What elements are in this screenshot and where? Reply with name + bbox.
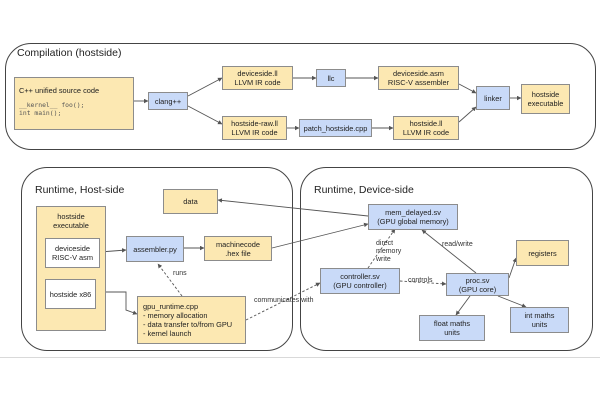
host-executable-name: hostside [57,212,85,221]
float-maths-units-box: float maths units [419,315,485,341]
runtime-device-title: Runtime, Device-side [314,184,414,196]
hostside-ll-box: hostside.ll LLVM IR code [393,116,459,140]
mem-description: (GPU global memory) [377,217,449,226]
read-write-label: read/write [442,241,473,248]
arrow-hostside-ll-to-linker [458,106,477,123]
hostside-executable-box: hostside executable [521,84,570,114]
arrow-controller-controls-proc [399,280,447,286]
hostside-raw-ll-box: hostside-raw.ll LLVM IR code [222,116,287,140]
direct-memory-write-label: direct memory write [376,240,401,264]
machinecode-box: machinecode .hex file [204,236,272,261]
proc-name: proc.sv [465,275,490,285]
runs-label: runs [173,270,187,277]
compilation-title: Compilation (hostside) [17,47,122,59]
proc-description: (GPU core) [458,284,497,294]
assembler-box: assembler.py [126,236,184,262]
host-executable-box: hostside executable [36,206,106,331]
controls-label: controls [408,277,433,284]
arrow-proc-to-int-units [497,295,527,308]
arrow-clang-to-hostside-raw-ll [187,105,223,125]
controller-box: controller.sv (GPU controller) [320,268,400,294]
int-units-name: int maths [524,311,555,320]
executable-name: hostside [531,90,560,99]
clang-box: clang++ [148,92,188,110]
int-maths-units-box: int maths units [510,307,569,333]
arrow-runtime-communicates-controller [245,282,321,321]
llc-box: llc [316,69,346,87]
deviceside-asm-box: deviceside.asm RISC-V assembler [378,66,459,90]
mem-delayed-box: mem_delayed.sv (GPU global memory) [368,204,458,230]
hostside-ll-name: hostside.ll [409,119,443,128]
machinecode-name: machinecode [216,239,260,249]
arrow-proc-to-float-units [455,295,471,316]
hostside-raw-ll-type: LLVM IR code [231,128,278,137]
linker-box: linker [476,86,510,110]
runtime-host-title: Runtime, Host-side [35,184,125,196]
registers-box: registers [516,240,569,266]
communicates-with-label: communicates with [254,297,314,304]
deviceside-asm-type: RISC-V assembler [387,78,450,87]
mem-name: mem_delayed.sv [385,208,441,217]
hostside-ll-type: LLVM IR code [402,128,450,137]
controller-description: (GPU controller) [333,281,387,290]
memory-word: memory [376,248,402,255]
deviceside-asm-type-host: RISC-V asm [51,253,94,262]
arrow-deviceside-asm-to-linker [458,83,477,94]
controller-name: controller.sv [340,272,380,281]
arrow-proc-readwrite-mem [421,229,477,274]
arrow-clang-to-deviceside-ll [187,77,223,97]
direct-word: direct [376,240,394,247]
deviceside-riscv-asm-box: deviceside RISC-V asm [45,238,100,268]
arrow-controller-direct-write-mem [367,228,396,269]
source-code-label: C++ unified source code [19,86,100,95]
gpu-runtime-box: gpu_runtime.cpp - memory allocation - da… [137,296,246,344]
arrow-x86-to-gpu-runtime [96,291,138,315]
deviceside-ll-type: LLVM IR code [234,78,281,87]
deviceside-asm-name: deviceside.asm [393,69,444,78]
bottom-divider [0,357,600,358]
gpu-runtime-feature-memory: - memory allocation [143,311,208,320]
arrow-proc-to-registers [508,257,517,279]
float-units-type: units [444,328,460,337]
data-box: data [163,189,218,214]
arrow-runtime-runs-assembler [157,263,183,297]
patch-hostside-box: patch_hostside.cpp [299,119,372,137]
gpu-runtime-name: gpu_runtime.cpp [143,302,199,311]
executable-type: executable [527,99,564,108]
source-code-box: C++ unified source code __kernel__ foo()… [14,77,134,130]
kernel-code-line: __kernel__ foo(); [19,101,85,109]
arrow-machinecode-to-mem [271,222,369,249]
gpu-runtime-feature-transfer: - data transfer to/from GPU [143,320,233,329]
deviceside-ll-name: deviceside.ll [237,69,278,78]
host-executable-type: executable [53,221,89,230]
hostside-x86-box: hostside x86 [45,279,96,309]
int-units-type: units [531,320,548,329]
gpu-runtime-feature-launch: - kernel launch [143,329,192,338]
deviceside-ll-box: deviceside.ll LLVM IR code [222,66,293,90]
main-code-line: int main(); [19,109,62,117]
deviceside-asm-name-host: deviceside [55,244,90,253]
hostside-raw-ll-name: hostside-raw.ll [231,119,278,128]
machinecode-type: .hex file [225,248,251,258]
proc-box: proc.sv (GPU core) [446,273,509,296]
float-units-name: float maths [433,319,471,328]
write-word: write [376,256,391,263]
arrow-mem-to-data [217,198,369,217]
